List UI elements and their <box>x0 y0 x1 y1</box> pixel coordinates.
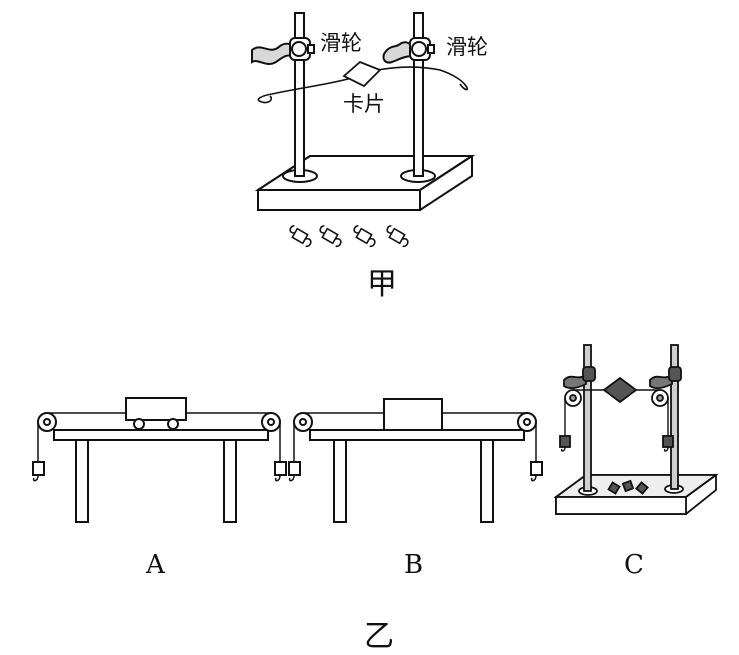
option-c-apparatus <box>553 344 719 515</box>
b-right-weight <box>530 461 543 476</box>
a-cart <box>125 397 187 421</box>
jia-string-left <box>257 77 353 104</box>
label-card: 卡片 <box>343 92 385 116</box>
jia-right-rod <box>413 12 424 177</box>
a-cart-wheel <box>133 418 145 430</box>
jia-hook-weights <box>289 225 409 247</box>
figure-jia <box>251 12 476 247</box>
c-right-weight <box>662 435 674 448</box>
c-left-rod <box>583 344 592 492</box>
option-b-label: B <box>404 550 423 580</box>
c-card <box>602 376 638 404</box>
jia-left-pulley <box>291 41 307 57</box>
option-a-label: A <box>145 550 166 580</box>
jia-string-right <box>377 66 469 91</box>
jia-base-board <box>254 155 476 211</box>
a-cart-wheel <box>167 418 179 430</box>
option-b-apparatus <box>288 398 543 523</box>
jia-right-clamp <box>382 37 435 64</box>
label-pulley-right: 滑轮 <box>446 35 488 59</box>
c-loose-weights <box>607 479 649 495</box>
caption-yi: 乙 <box>364 619 394 654</box>
c-left-weight <box>559 435 571 448</box>
hook-weight <box>319 225 342 247</box>
option-a-apparatus <box>32 397 287 523</box>
jia-card <box>342 60 382 88</box>
jia-left-rod <box>294 12 305 177</box>
c-right-rod <box>670 344 679 490</box>
hook-weight <box>289 225 312 247</box>
jia-right-pulley <box>411 41 427 57</box>
caption-jia: 甲 <box>367 267 397 302</box>
hook-weight <box>386 225 409 247</box>
option-c-label: C <box>624 550 644 580</box>
a-left-weight <box>32 461 45 476</box>
label-pulley-left: 滑轮 <box>320 31 362 55</box>
b-block <box>383 398 443 431</box>
a-right-weight <box>274 461 287 476</box>
b-left-weight <box>288 461 301 476</box>
hook-weight <box>353 225 376 247</box>
jia-left-clamp <box>251 37 315 65</box>
